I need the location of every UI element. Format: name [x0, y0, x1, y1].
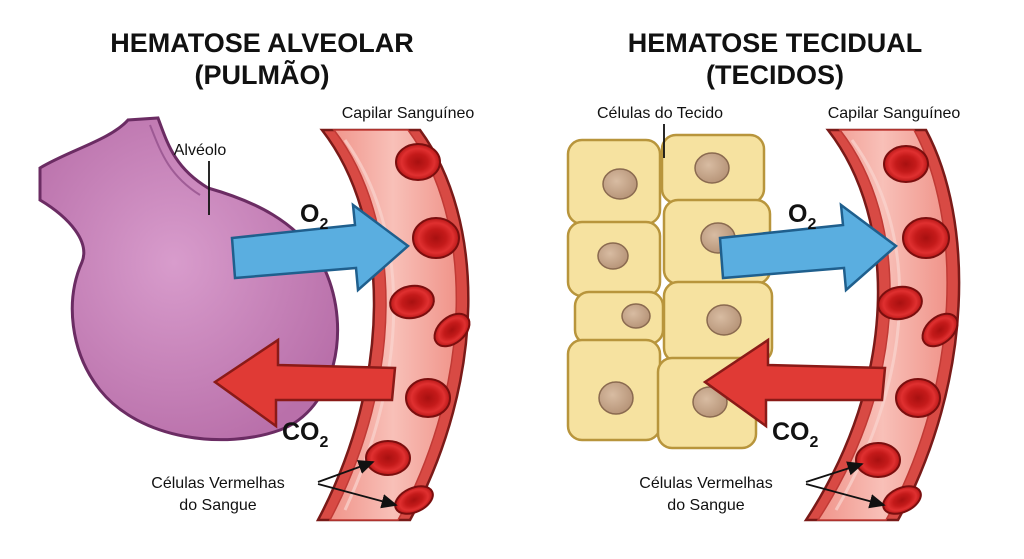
- co2-arrow: [702, 337, 887, 429]
- right-o2-label: O2: [788, 200, 816, 233]
- red-blood-cell: [405, 378, 451, 418]
- co2-arrow: [212, 337, 397, 429]
- nucleus: [602, 168, 638, 200]
- red-blood-cell: [412, 217, 460, 259]
- left-o2-label: O2: [300, 200, 328, 233]
- left-panel: HEMATOSE ALVEOLAR (PULMÃO) Alvéolo Capil…: [38, 28, 475, 522]
- red-blood-cell: [877, 285, 923, 321]
- left-title-line1: HEMATOSE ALVEOLAR: [110, 28, 414, 58]
- red-blood-cell: [921, 312, 959, 348]
- nucleus: [597, 242, 629, 270]
- nucleus: [694, 152, 730, 184]
- right-red-blood-cells: [855, 145, 959, 515]
- red-blood-cell: [433, 312, 471, 348]
- right-title-line1: HEMATOSE TECIDUAL: [628, 28, 923, 58]
- rbc-pointer-arrow: [317, 483, 398, 509]
- red-blood-cell: [895, 378, 941, 418]
- rbc-pointer-arrow: [805, 461, 864, 483]
- rbc-pointer-arrow: [317, 460, 375, 483]
- left-rbc-label-line2: do Sangue: [179, 497, 257, 514]
- tissue-label: Células do Tecido: [597, 105, 723, 122]
- alveolus-label: Alvéolo: [174, 142, 227, 159]
- red-blood-cell: [389, 284, 435, 320]
- nucleus: [706, 304, 742, 336]
- left-rbc-label-line1: Células Vermelhas: [151, 475, 284, 492]
- right-co2-label: CO2: [772, 418, 819, 451]
- left-capillary-label: Capilar Sanguíneo: [342, 105, 475, 122]
- red-blood-cell: [883, 145, 929, 183]
- nucleus: [621, 303, 651, 329]
- left-title-line2: (PULMÃO): [195, 59, 330, 90]
- right-rbc-label-line1: Células Vermelhas: [639, 475, 772, 492]
- left-co2-label: CO2: [282, 418, 329, 451]
- red-blood-cell: [394, 485, 434, 515]
- red-blood-cell: [365, 440, 411, 476]
- right-rbc-label-line2: do Sangue: [667, 497, 745, 514]
- red-blood-cell: [395, 143, 441, 181]
- right-title-line2: (TECIDOS): [706, 60, 844, 90]
- red-blood-cell: [902, 217, 950, 259]
- right-capillary-label: Capilar Sanguíneo: [828, 105, 961, 122]
- red-blood-cell: [882, 485, 922, 515]
- nucleus: [598, 381, 634, 415]
- tissue-nuclei: [597, 152, 742, 418]
- rbc-pointer-arrow: [805, 483, 886, 509]
- o2-arrow: [718, 202, 898, 293]
- left-red-blood-cells: [365, 143, 471, 515]
- red-blood-cell: [855, 442, 901, 478]
- right-panel: HEMATOSE TECIDUAL (TECIDOS) Capilar Sang…: [566, 28, 961, 522]
- o2-arrow: [230, 202, 410, 293]
